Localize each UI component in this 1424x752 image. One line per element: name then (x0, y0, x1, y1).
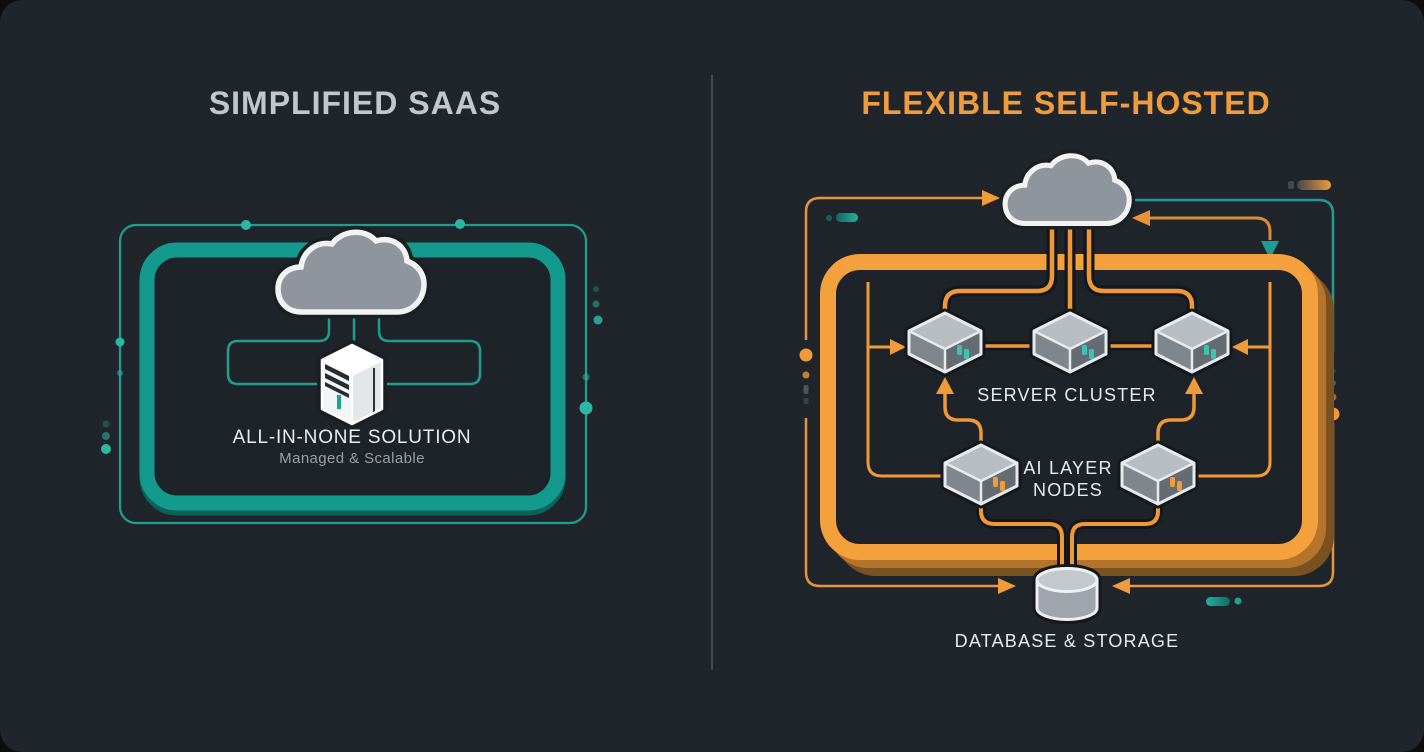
ai-layer-label: AI LAYER (1023, 458, 1113, 478)
arrow-left-icon (1232, 339, 1248, 355)
solution-title: ALL-IN-NONE SOLUTION (232, 427, 472, 448)
circuit-dots (101, 219, 603, 454)
arrow-up-icon (1185, 377, 1203, 394)
ai-node-icon (945, 445, 1017, 504)
database-label: DATABASE & STORAGE (954, 631, 1180, 651)
db-lines (979, 503, 1160, 570)
arrow-up-icon (936, 377, 954, 394)
teal-pill (1206, 597, 1230, 606)
loop-right (1198, 282, 1272, 478)
server-node-icon (1034, 313, 1106, 372)
ai-uplinks (943, 392, 1196, 445)
feed-lines (942, 215, 1195, 314)
saas-diagram (101, 219, 603, 525)
arrow-right-icon (998, 578, 1016, 594)
self-hosted-title: FLEXIBLE SELF-HOSTED (861, 85, 1271, 121)
outer-trace-left-top (804, 196, 982, 340)
outer-trace-left-bottom (804, 418, 998, 588)
server-tower-icon (317, 340, 387, 429)
arrow-left-icon (1132, 210, 1150, 226)
server-node-icon (1156, 313, 1228, 372)
arrow-down-icon (1261, 241, 1279, 259)
arrow-right-icon (890, 339, 906, 355)
ai-nodes-label: NODES (1032, 480, 1104, 500)
teal-trace-right (1134, 198, 1335, 352)
gradient-pill (1297, 180, 1331, 190)
saas-title: SIMPLIFIED SAAS (208, 85, 502, 121)
server-cluster-label: SERVER CLUSTER (977, 385, 1157, 405)
self-hosted-diagram (799, 156, 1340, 624)
teal-pill (836, 213, 858, 222)
cloud-return-line (1150, 216, 1272, 240)
arrow-right-icon (982, 190, 1000, 206)
solution-subtitle: Managed & Scalable (279, 450, 425, 467)
server-node-icon (909, 313, 981, 372)
loop-left (866, 282, 942, 478)
cloud-icon (1005, 156, 1129, 224)
server-led (337, 395, 341, 409)
outer-trace-right-bottom (1130, 423, 1335, 588)
ai-node-icon (1122, 445, 1194, 504)
database-icon (1032, 564, 1102, 624)
arrow-left-icon (1112, 578, 1130, 594)
